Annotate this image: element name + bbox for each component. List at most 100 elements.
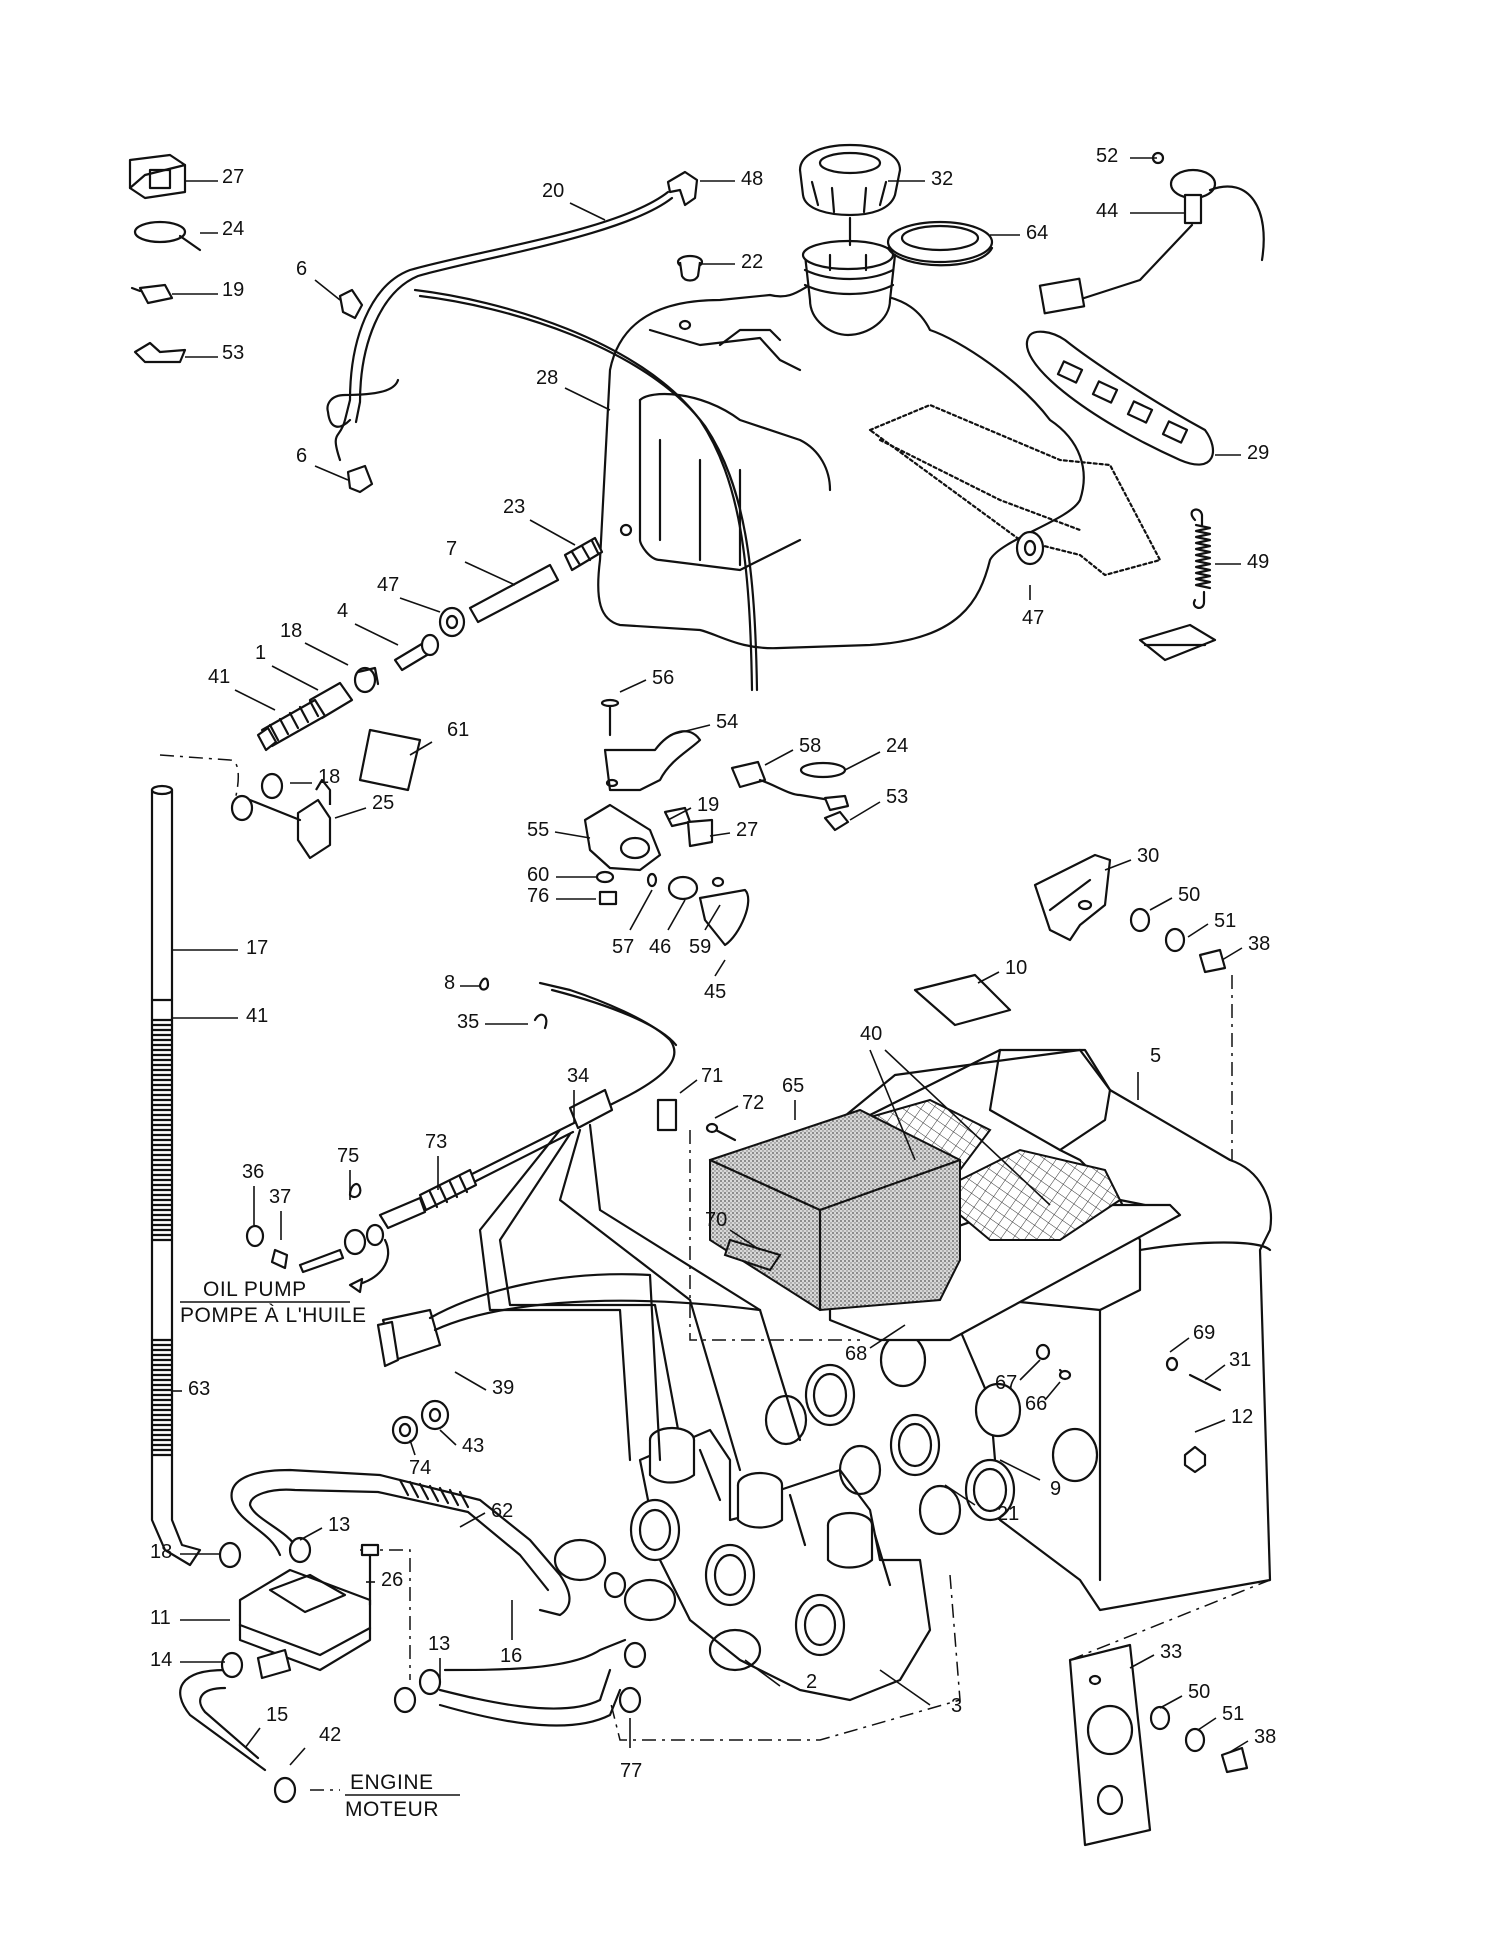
callout-c2: 2 [806,1671,817,1693]
callout-layer: 2724195320482232645244662829494723747418… [150,145,1276,1782]
callout-c15: 15 [266,1704,288,1726]
link-line-tank [159,754,240,801]
callout-c60: 60 [527,864,549,886]
callout-c19b: 19 [697,794,719,816]
callout-leader-c15 [244,1727,261,1749]
callout-c24b: 24 [886,735,908,757]
oil-pump-arrowhead [348,1277,364,1294]
callout-leader-c50b [1159,1695,1183,1709]
callout-leader-c38a [1221,947,1243,961]
clip-6-top [338,288,364,320]
callout-c40: 40 [860,1023,882,1045]
decal-70 [723,1238,782,1272]
spring-guard-41-left [150,1018,174,1242]
callout-leader-c9 [999,1459,1041,1481]
nut-12 [1183,1445,1207,1474]
clamp-21 [764,1394,962,1536]
callout-leader-c70 [729,1229,761,1251]
terminal-53 [133,341,187,364]
carburetor-3 [629,1426,932,1702]
connector-27 [128,153,187,200]
callout-c65: 65 [782,1075,804,1097]
callout-40-leader-a [869,1049,916,1161]
switch-58 [730,760,850,812]
callout-leader-c23 [529,519,576,546]
decal-10 [913,973,1012,1027]
cable-tie-24-center [799,761,847,779]
callout-leader-c58 [764,749,794,766]
callout-leader-c57 [629,889,653,931]
callout-leader-c38b [1229,1740,1249,1753]
callout-c43: 43 [462,1435,484,1457]
callout-c23: 23 [503,496,525,518]
callout-c11: 11 [150,1607,171,1629]
washer-36 [245,1224,265,1248]
callout-leader-c27b [709,832,731,837]
screw-72 [705,1122,737,1142]
callout-c75: 75 [337,1145,359,1167]
callout-leader-c6b [314,465,349,481]
callout-leader-c71 [679,1079,698,1094]
callout-c18a: 18 [280,620,302,642]
bolt-oil [298,1248,345,1274]
fuel-cap-32 [798,143,902,247]
callout-c49: 49 [1247,551,1269,573]
callout-c32: 32 [931,168,953,190]
callout-c70: 70 [705,1209,727,1231]
throttle-cable-73 [378,981,802,1472]
callout-c73: 73 [425,1131,447,1153]
screw-66 [1058,1368,1072,1381]
callout-c9: 9 [1050,1478,1061,1500]
callout-leader-c51a [1187,923,1209,938]
callout-c41b: 41 [246,1005,268,1027]
callout-c36: 36 [242,1161,264,1183]
adaptor-9 [804,1363,1016,1522]
grommet-22 [676,254,704,282]
callout-c50b: 50 [1188,1681,1210,1703]
callout-leader-c2 [744,1659,781,1687]
nut-75 [343,1182,385,1256]
bracket-54 [603,730,702,792]
terminal-19 [130,283,174,305]
callout-c52: 52 [1096,145,1118,167]
grommet-47-left [438,606,466,638]
link-line-engine [609,1574,961,1741]
callout-leader-c13a [299,1527,323,1541]
callout-leader-c30 [1104,859,1132,871]
callout-c69: 69 [1193,1322,1215,1344]
callout-leader-c68 [869,1324,906,1349]
callout-c76: 76 [527,885,549,907]
callout-leader-c41a [234,689,276,711]
cable-8 [478,977,490,991]
callout-c77: 77 [620,1760,642,1782]
vent-line-20 [326,190,759,692]
callout-c8: 8 [444,972,455,994]
knob-59 [711,876,725,888]
callout-c66: 66 [1025,1393,1047,1415]
gasket-64 [886,220,994,267]
callout-c4: 4 [337,600,348,622]
callout-c53a: 53 [222,342,244,364]
circlip-35 [533,1013,548,1030]
clamp-2 [553,1538,762,1672]
oil-pump-label: OIL PUMP POMPE À L'HUILE [180,1278,366,1327]
washer-43-74 [391,1399,450,1445]
callout-c25: 25 [372,792,394,814]
clip-76 [598,890,618,906]
callout-c45: 45 [704,981,726,1003]
callout-c38b: 38 [1254,1726,1276,1748]
callout-leader-c74 [409,1439,416,1456]
callout-c27b: 27 [736,819,758,841]
callout-c24a: 24 [222,218,244,240]
clip-6-bottom [346,464,374,494]
callout-c55: 55 [527,819,549,841]
callout-c19a: 19 [222,279,244,301]
engine-label: ENGINE MOTEUR [345,1771,460,1821]
callout-c7: 7 [446,538,457,560]
spring-guard-63 [150,1338,174,1457]
clamp-18-top [353,666,380,694]
callout-leader-c10 [977,971,1000,984]
callout-c58: 58 [799,735,821,757]
fitting-4 [393,633,440,672]
